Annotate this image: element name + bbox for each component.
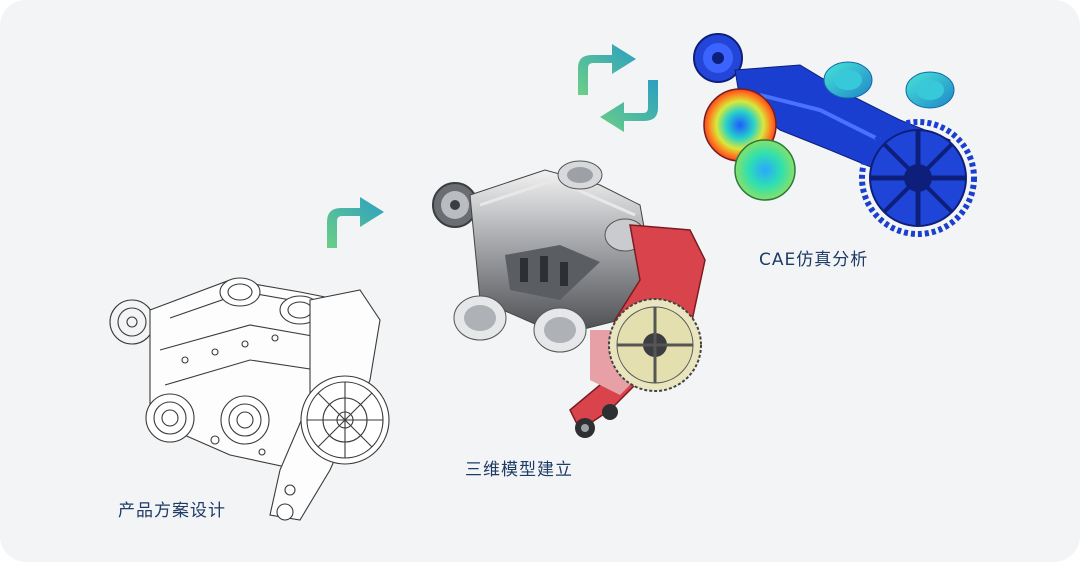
right-turn-arrow-icon	[327, 197, 384, 248]
engine-3d-model	[432, 160, 706, 438]
engine-cae-simulation	[693, 33, 977, 237]
step-label-3d-modeling: 三维模型建立	[465, 460, 573, 480]
step-label-product-design: 产品方案设计	[118, 501, 226, 521]
cycle-arrows-icon	[578, 44, 658, 132]
step-label-cae-analysis: CAE仿真分析	[759, 250, 869, 270]
engine-line-drawing	[109, 277, 390, 521]
